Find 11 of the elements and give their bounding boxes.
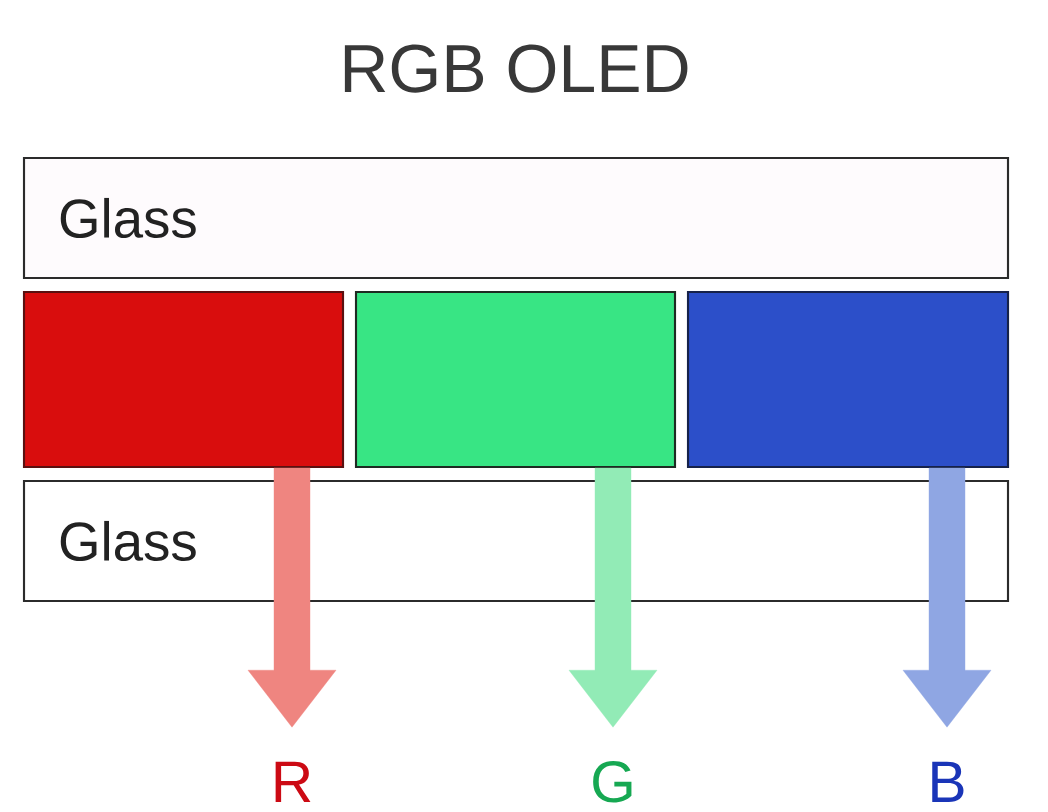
title: RGB OLED	[344, 44, 688, 93]
arrow	[568, 467, 658, 728]
arrow	[247, 467, 337, 728]
arrow	[902, 467, 992, 728]
emitter-block	[686, 290, 1010, 469]
glass-layer: Glass	[22, 156, 1010, 280]
channel-letter: R	[275, 761, 311, 802]
channel-letter: B	[932, 761, 964, 802]
channel-letter: G	[593, 761, 632, 803]
emitter-block	[22, 290, 345, 469]
emitter-block	[354, 290, 677, 469]
